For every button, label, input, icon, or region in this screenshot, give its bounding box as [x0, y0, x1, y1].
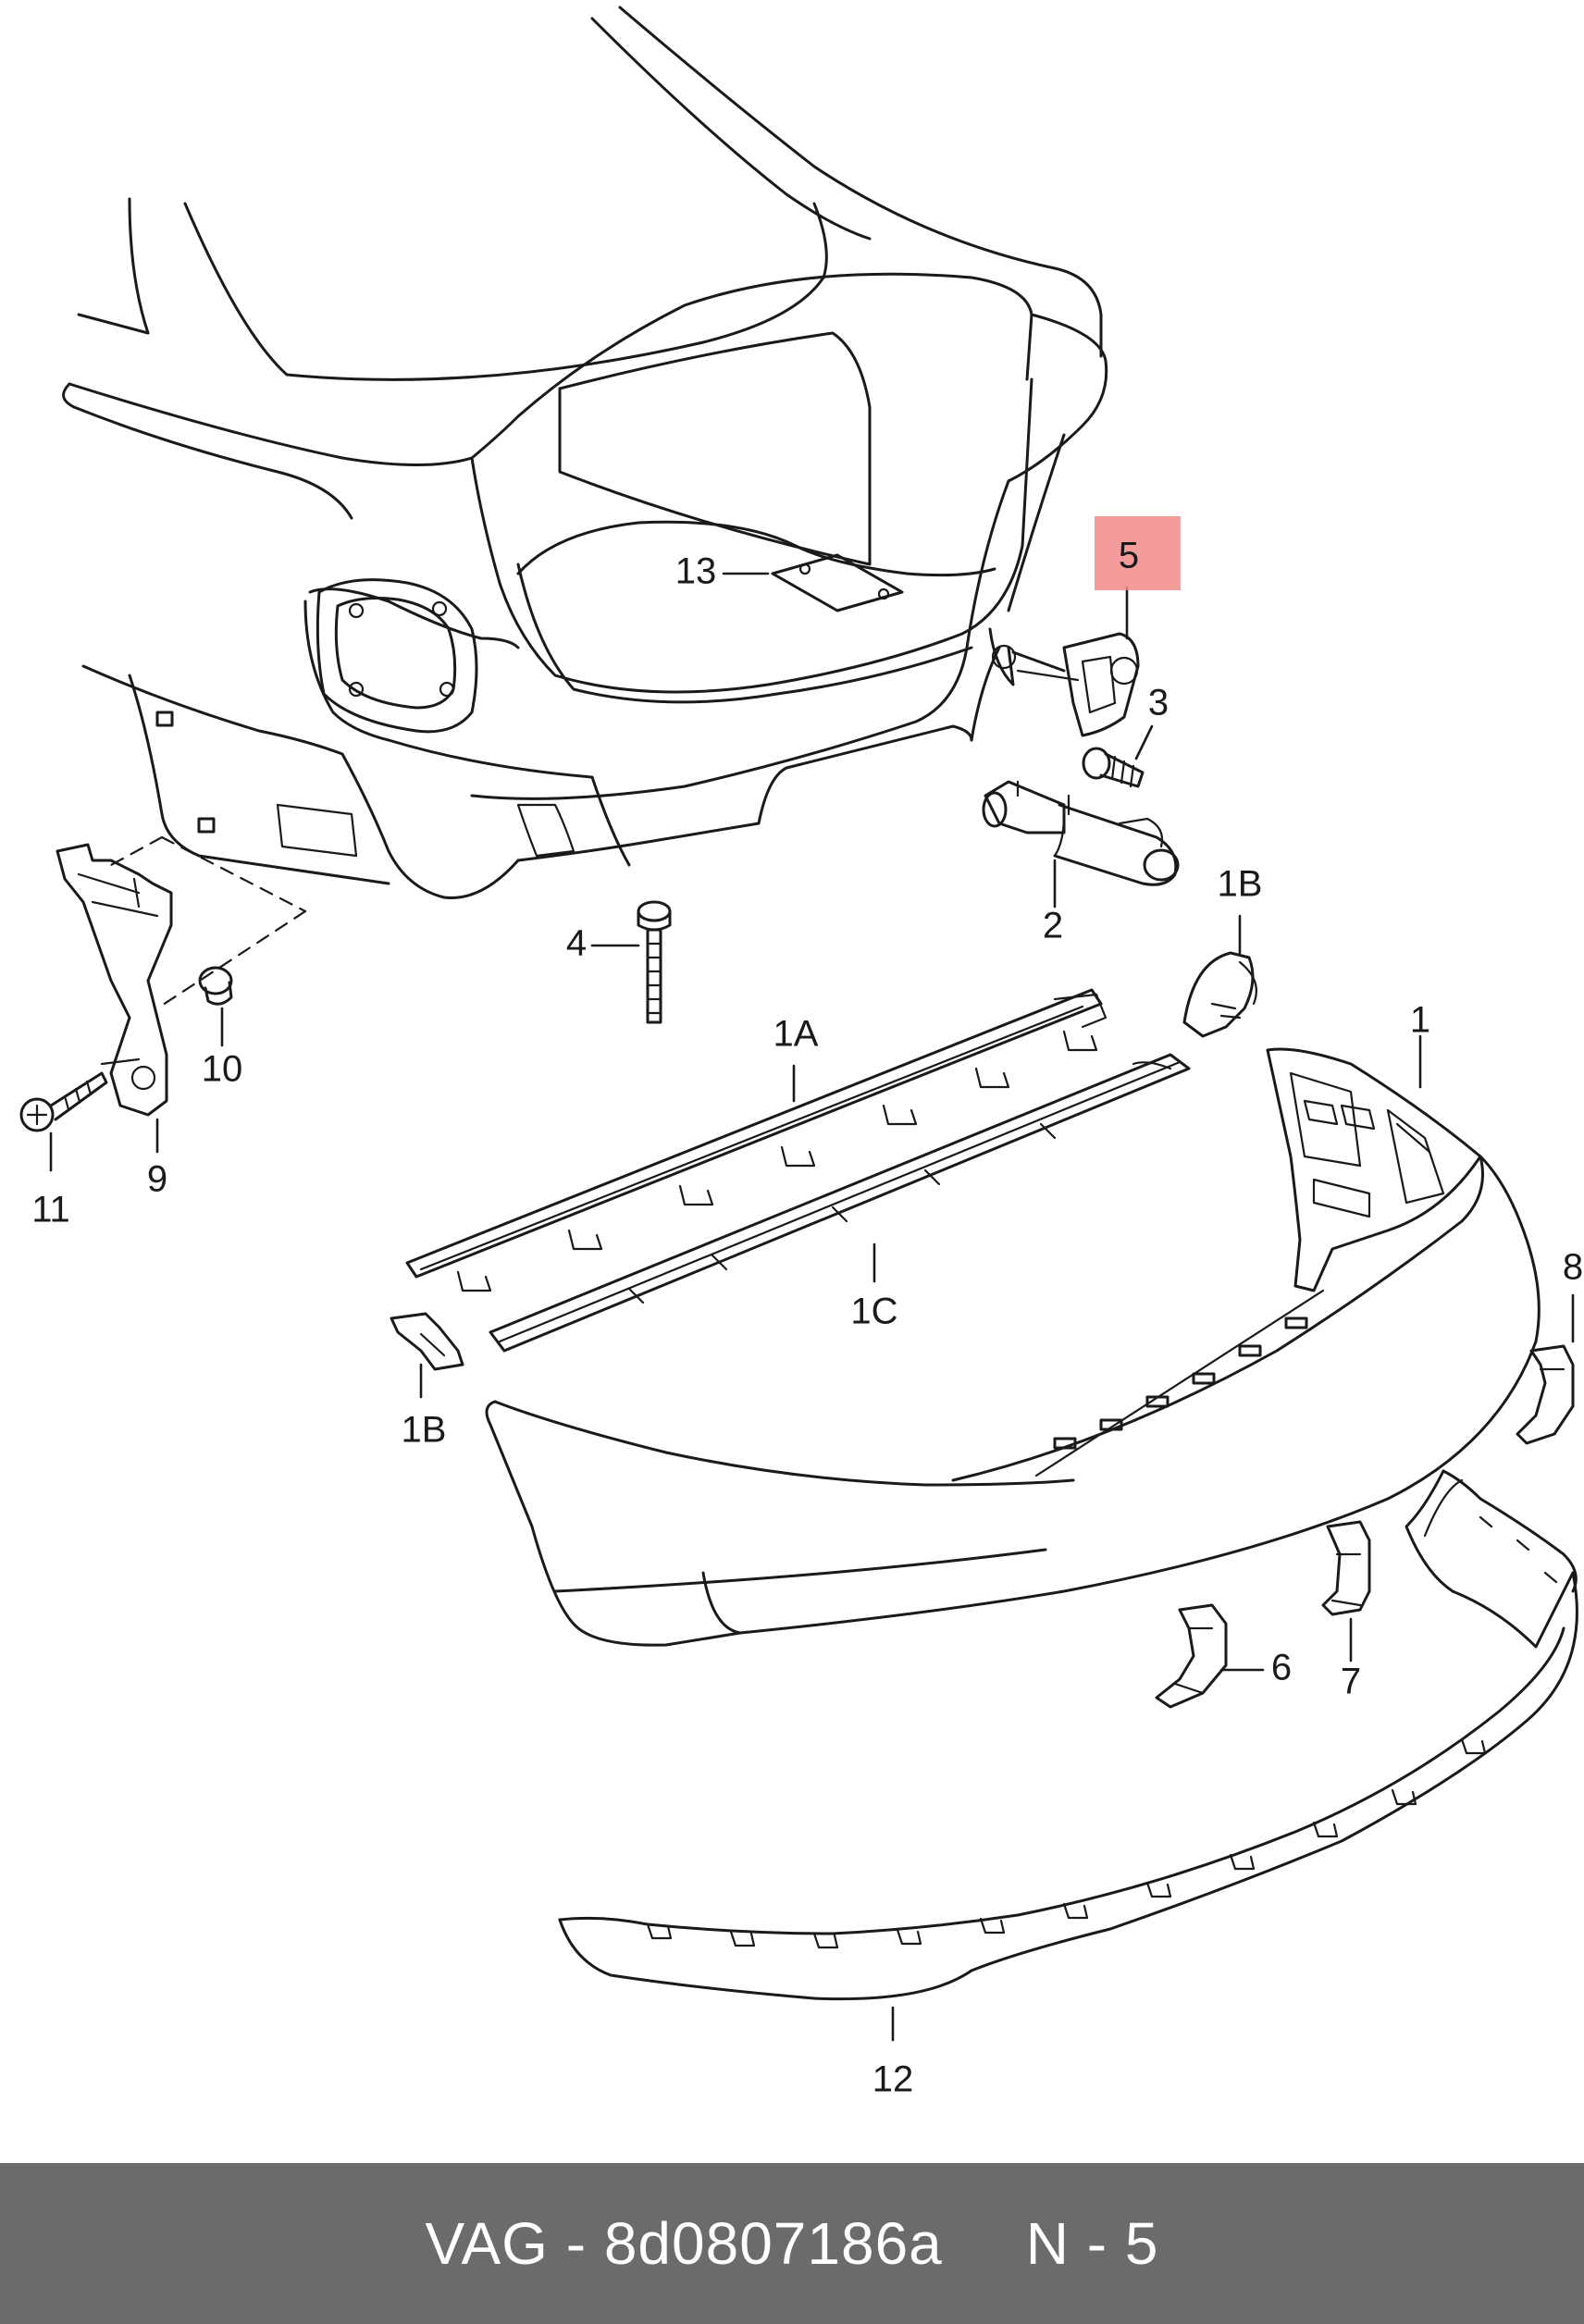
- part-5-bracket: [1016, 632, 1140, 737]
- label-12: 12: [872, 2059, 914, 2100]
- label-11: 11: [31, 1190, 70, 1230]
- part-1-bumper-cover: [485, 1047, 1541, 1647]
- label-10: 10: [202, 1049, 243, 1090]
- part-3-screw: [1082, 747, 1145, 788]
- separator: -: [565, 2210, 588, 2277]
- part-6-bracket: [1155, 1603, 1228, 1709]
- car-body: [62, 6, 1108, 1010]
- part-2-sleeve: [982, 780, 1180, 886]
- label-1: 1: [1410, 1000, 1430, 1041]
- parts-diagram: 5 13 3 2 1B 4 1A 1 10 9 11 1C 8 1B 6 7 1…: [19, 6, 1583, 2100]
- part-1A-strip: [405, 988, 1108, 1292]
- position-label: N - 5: [1025, 2210, 1159, 2277]
- part-number-footer: VAG - 8d0807186a N - 5: [0, 2163, 1584, 2324]
- part-11-screw: [19, 1071, 108, 1132]
- label-13: 13: [675, 551, 717, 592]
- part-8-bracket: [1516, 1344, 1575, 1445]
- label-1C: 1C: [850, 1292, 897, 1332]
- label-1A: 1A: [773, 1014, 819, 1055]
- part-1B-left-cap: [390, 1312, 464, 1371]
- part-1B-right-cap: [1182, 951, 1257, 1038]
- part-number: 8d0807186a: [603, 2210, 943, 2277]
- label-2: 2: [1043, 906, 1063, 946]
- part-13-plate: [771, 553, 904, 612]
- part-10-clip: [198, 966, 233, 1006]
- label-5: 5: [1119, 536, 1139, 576]
- label-6: 6: [1271, 1648, 1292, 1688]
- part-4-bolt: [637, 900, 672, 1024]
- part-12-spoiler: [558, 1469, 1578, 2001]
- label-1B-left: 1B: [402, 1410, 447, 1451]
- label-1B-top: 1B: [1218, 864, 1263, 905]
- label-3: 3: [1148, 683, 1169, 723]
- label-8: 8: [1563, 1247, 1583, 1288]
- label-4: 4: [566, 923, 587, 964]
- part-9-side-bracket: [56, 843, 173, 1117]
- part-1C-strip: [489, 1053, 1191, 1353]
- leader-lines: [49, 572, 1575, 2042]
- highlight-box-5: [1095, 516, 1181, 590]
- label-7: 7: [1341, 1662, 1361, 1702]
- callout-labels: 5 13 3 2 1B 4 1A 1 10 9 11 1C 8 1B 6 7 1…: [31, 536, 1583, 2100]
- brand-label: VAG: [425, 2210, 549, 2277]
- label-9: 9: [147, 1159, 167, 1200]
- part-7-bracket: [1321, 1520, 1371, 1616]
